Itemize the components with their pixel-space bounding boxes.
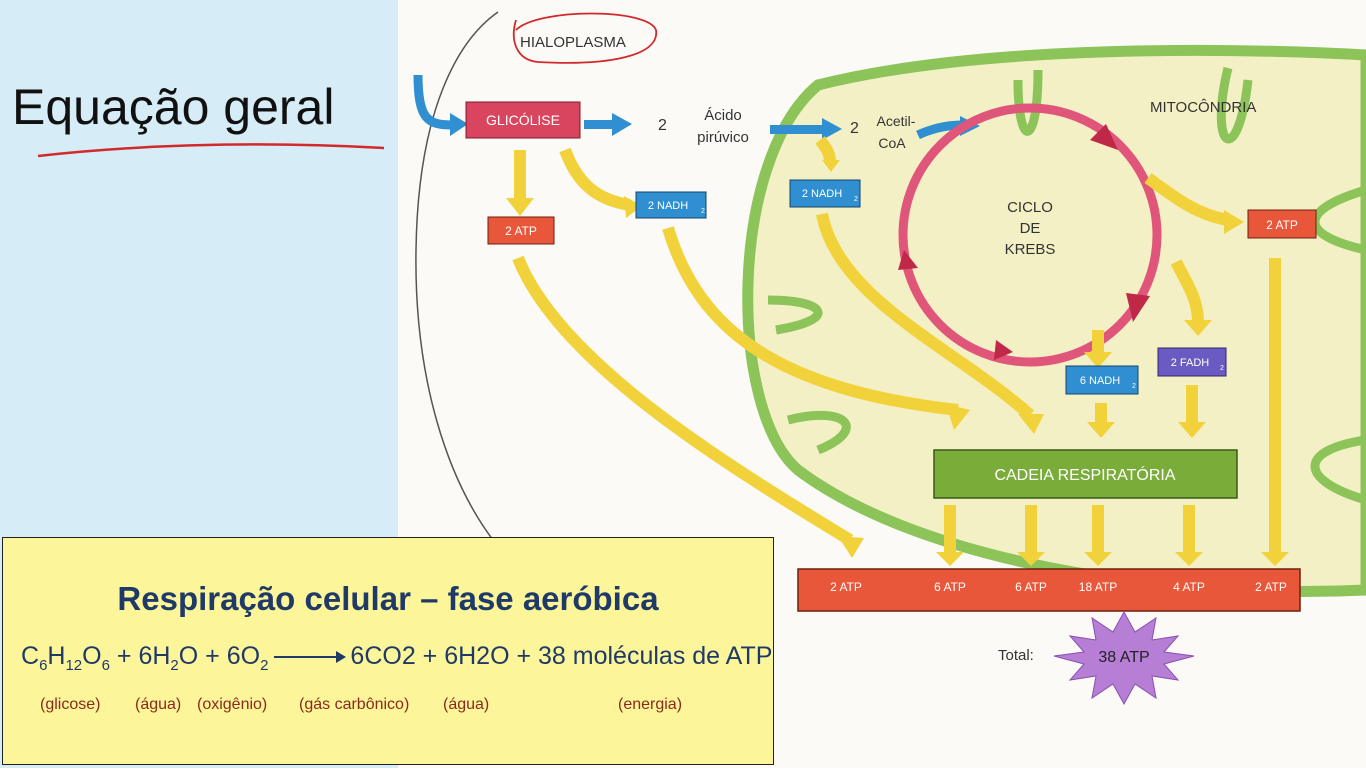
bottom-atp-1: 2 ATP <box>830 580 862 594</box>
cadeia-box <box>933 449 1238 499</box>
mitocondria-label: MITOCÔNDRIA <box>1150 99 1256 116</box>
krebs-label-2: DE <box>1020 220 1041 237</box>
mitochondrion-crista <box>1216 66 1253 144</box>
label-agua-2: (água) <box>443 696 490 713</box>
equation-heading: Respiração celular – fase aeróbica <box>117 580 659 617</box>
glucose-o: O <box>82 642 102 670</box>
water-sub: 2 <box>170 657 179 674</box>
pen-circle <box>512 12 657 64</box>
products: 6CO2 + 6H2O + 38 moléculas de ATP <box>350 642 773 670</box>
mitochondrion-crista <box>1310 435 1366 505</box>
equation-box: Respiração celular – fase aeróbica C6H12… <box>2 537 774 765</box>
krebs-ring <box>898 103 1162 367</box>
glucose-c: C <box>21 642 40 670</box>
glicolise-label: GLICÓLISE <box>486 112 560 128</box>
num-2a: 2 <box>658 117 667 134</box>
atp-krebs-box <box>1247 209 1317 239</box>
total-label: Total: <box>998 647 1034 664</box>
respiration-diagram: HIALOPLASMA MITOCÔNDRIA GLICÓLISE 2 Ácid… <box>398 0 1366 768</box>
yellow-arrowheads <box>506 160 1289 566</box>
mitochondrion-crista <box>1013 69 1043 136</box>
fadh-krebs-sub: 2 <box>1220 365 1224 372</box>
title-underline <box>37 143 385 158</box>
slide-title: Equação geral <box>12 79 335 135</box>
glucose-o-sub: 6 <box>101 657 110 674</box>
glicolise-box <box>465 101 581 139</box>
acido-label-1: Ácido <box>704 107 742 124</box>
glucose-h-sub: 12 <box>65 657 83 674</box>
blue-arrow-glicolise <box>584 120 612 129</box>
num-2b: 2 <box>850 120 859 137</box>
bottom-atp-5: 4 ATP <box>1173 580 1205 594</box>
nadh-krebs-sub: 2 <box>1132 383 1136 390</box>
bottom-atp-6: 2 ATP <box>1255 580 1287 594</box>
mitochondrion-crista <box>786 410 851 455</box>
atp-glicolise-box <box>487 216 555 245</box>
nadh-acetil-sub: 2 <box>854 196 858 203</box>
acetil-label-2: CoA <box>878 135 906 151</box>
krebs-label-1: CICLO <box>1007 199 1053 216</box>
water-term: + 6H <box>116 642 171 670</box>
label-oxigenio: (oxigênio) <box>197 696 268 713</box>
blue-arrow-entry <box>413 74 454 130</box>
mitochondrion-crista <box>767 295 823 335</box>
label-glicose: (glicose) <box>40 696 101 713</box>
glucose-h: H <box>47 642 66 670</box>
cell-membrane <box>415 11 499 541</box>
label-gas-carbonico: (gás carbônico) <box>299 696 410 713</box>
reaction-arrow <box>274 651 347 664</box>
total-value: 38 ATP <box>1098 649 1149 666</box>
atp-krebs-label: 2 ATP <box>1266 218 1298 232</box>
bottom-atp-2: 6 ATP <box>934 580 966 594</box>
nadh-glicolise-sub: 2 <box>701 208 705 215</box>
glucose-c-sub: 6 <box>39 657 48 674</box>
water-o: O <box>178 642 199 670</box>
oxygen-sub: 2 <box>260 657 269 674</box>
oxygen-term: + 6O <box>205 642 261 670</box>
nadh-krebs-box <box>1065 365 1139 395</box>
atp-total-bar <box>797 568 1301 612</box>
nadh-krebs-label: 6 NADH <box>1080 375 1120 387</box>
nadh-acetil-label: 2 NADH <box>802 188 842 200</box>
label-energia: (energia) <box>618 696 683 713</box>
yellow-arrows <box>512 136 1281 553</box>
bottom-atp-4: 18 ATP <box>1079 580 1117 594</box>
nadh-glicolise-box <box>635 191 707 219</box>
acetil-label-1: Acetil- <box>877 113 916 129</box>
cadeia-label: CADEIA RESPIRATÓRIA <box>994 465 1175 484</box>
fadh-krebs-label: 2 FADH <box>1171 357 1210 369</box>
blue-arrow-acido <box>770 125 822 134</box>
atp-glicolise-label: 2 ATP <box>505 224 537 238</box>
fadh-krebs-box <box>1157 347 1227 377</box>
krebs-label-3: KREBS <box>1005 241 1056 258</box>
acido-label-2: pirúvico <box>697 129 749 146</box>
label-agua-1: (água) <box>135 696 182 713</box>
nadh-glicolise-label: 2 NADH <box>648 200 688 212</box>
nadh-acetil-box <box>789 179 861 208</box>
bottom-atp-3: 6 ATP <box>1015 580 1047 594</box>
hialoplasma-label: HIALOPLASMA <box>520 34 626 51</box>
total-starburst <box>1053 610 1195 706</box>
